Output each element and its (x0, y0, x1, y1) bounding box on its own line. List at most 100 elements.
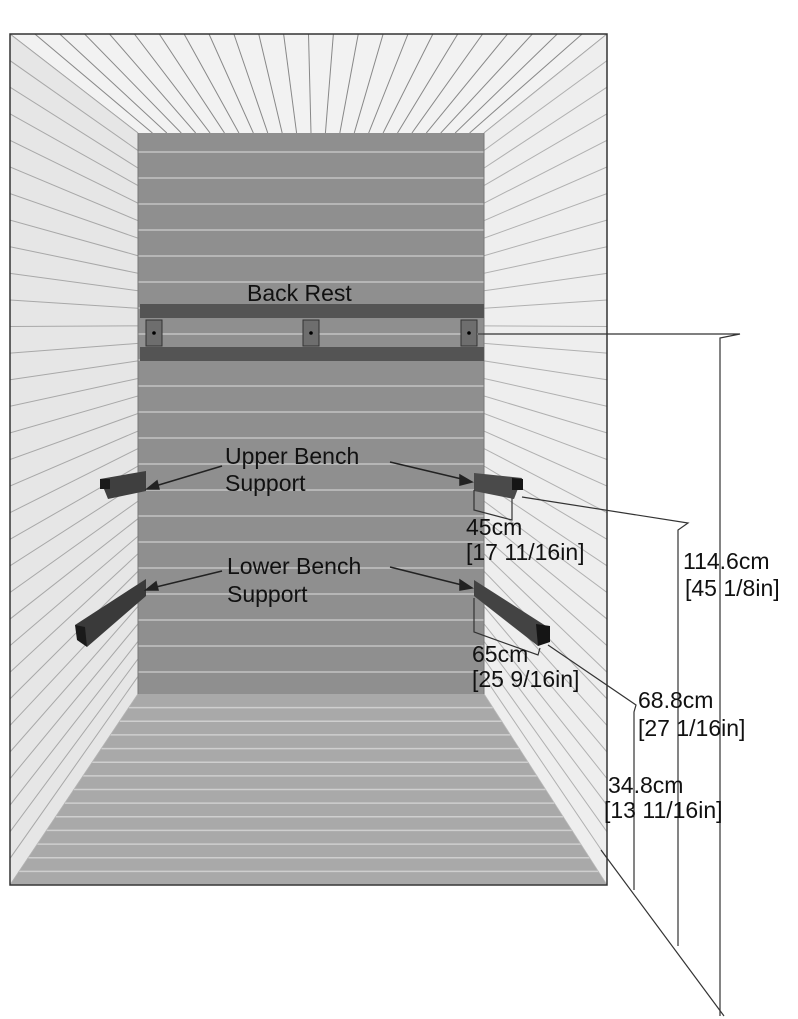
plank-line (158, 34, 225, 133)
lower-bench-label-line1: Lower Bench (227, 553, 361, 579)
plank-line (10, 518, 138, 620)
ceiling (10, 34, 607, 133)
upper-right-leader (389, 461, 467, 481)
plank-line (10, 246, 138, 274)
plank-line (10, 606, 138, 753)
upper-height-in: [27 1/16in] (638, 715, 745, 741)
plank-line (484, 193, 607, 239)
plank-line (484, 413, 607, 460)
support-end (512, 478, 523, 490)
plank-line (425, 34, 508, 133)
plank-line (454, 34, 558, 133)
plank-line (484, 86, 607, 169)
upper-left-arrowhead (144, 479, 160, 490)
back-wall-planks (138, 151, 484, 673)
back-rest (140, 304, 484, 361)
lower-left-arrowhead (143, 580, 159, 591)
plank-line (10, 430, 138, 487)
support-face (100, 471, 146, 499)
lower-left-leader (151, 570, 223, 589)
room (9, 33, 608, 886)
plank-line (484, 535, 607, 647)
ceiling-planks (10, 34, 607, 133)
support-end (75, 625, 87, 647)
lower-height-cm: 34.8cm (608, 772, 683, 798)
plank-line (10, 193, 138, 239)
plank-line (484, 395, 607, 434)
back-rest-bolt (152, 331, 156, 335)
plank-line (484, 430, 607, 487)
plank-line (34, 34, 153, 133)
back-rest-top-rail (140, 304, 484, 318)
plank-line (10, 299, 138, 309)
plank-line (10, 500, 138, 593)
plank-line (368, 34, 409, 133)
plank-line (397, 34, 459, 133)
plank-line (339, 34, 359, 133)
plank-line (183, 34, 240, 133)
plank-line (484, 219, 607, 257)
lower-depth-cm: 65cm (472, 641, 528, 667)
plank-line (484, 623, 607, 779)
plank-line (10, 342, 138, 354)
upper-bench-support-left (100, 471, 146, 499)
plank-line (484, 518, 607, 620)
plank-line (484, 325, 607, 328)
upper-bench-label-line2: Support (225, 470, 306, 496)
plank-line (308, 34, 312, 133)
upper-left-leader (151, 465, 223, 488)
plank-line (10, 113, 138, 187)
plank-line (484, 606, 607, 753)
plank-line (484, 246, 607, 274)
back-rest-bottom-rail (140, 347, 484, 361)
lower-right-leader (389, 566, 467, 587)
height-114-line (478, 333, 741, 1016)
upper-right-arrowhead (459, 473, 474, 486)
plank-line (258, 34, 283, 133)
plank-line (10, 448, 138, 514)
back-rest-bolt (309, 331, 313, 335)
plank-line (484, 658, 607, 833)
plank-line (10, 395, 138, 434)
plank-line (10, 360, 138, 381)
plank-line (484, 34, 607, 134)
lower-depth-line (473, 598, 541, 656)
plank-line (283, 34, 298, 133)
height-base-line (600, 849, 725, 1017)
plank-line (10, 658, 138, 833)
lower-bench-label-line2: Support (227, 581, 308, 607)
height-34-line (547, 644, 637, 890)
upper-bench-support-right (474, 473, 523, 499)
right-wall-planks (484, 34, 607, 885)
plank-line (484, 272, 607, 292)
plank-line (208, 34, 254, 133)
plank-line (484, 139, 607, 204)
plank-line (84, 34, 182, 133)
room-frame (9, 33, 608, 886)
plank-line (10, 535, 138, 647)
plank-line (484, 483, 607, 567)
lower-bench-support-right (474, 580, 550, 646)
height-68-line (521, 496, 690, 946)
back-rest-bolt (467, 331, 471, 335)
plank-line (10, 166, 138, 222)
back-rest-height-in: [45 1/8in] (685, 575, 780, 601)
support-face (474, 580, 546, 646)
back-rest-label: Back Rest (247, 280, 352, 306)
plank-line (10, 553, 138, 673)
plank-line (484, 641, 607, 806)
plank-line (59, 34, 168, 133)
plank-line (484, 553, 607, 673)
plank-line (233, 34, 269, 133)
dimension-lines (473, 333, 741, 1017)
floor-planks (10, 706, 607, 885)
plank-line (10, 623, 138, 779)
plank-line (10, 60, 138, 151)
plank-line (469, 34, 583, 133)
plank-line (324, 34, 334, 133)
plank-line (484, 500, 607, 593)
plank-line (10, 139, 138, 204)
plank-line (10, 86, 138, 169)
plank-line (10, 34, 138, 134)
